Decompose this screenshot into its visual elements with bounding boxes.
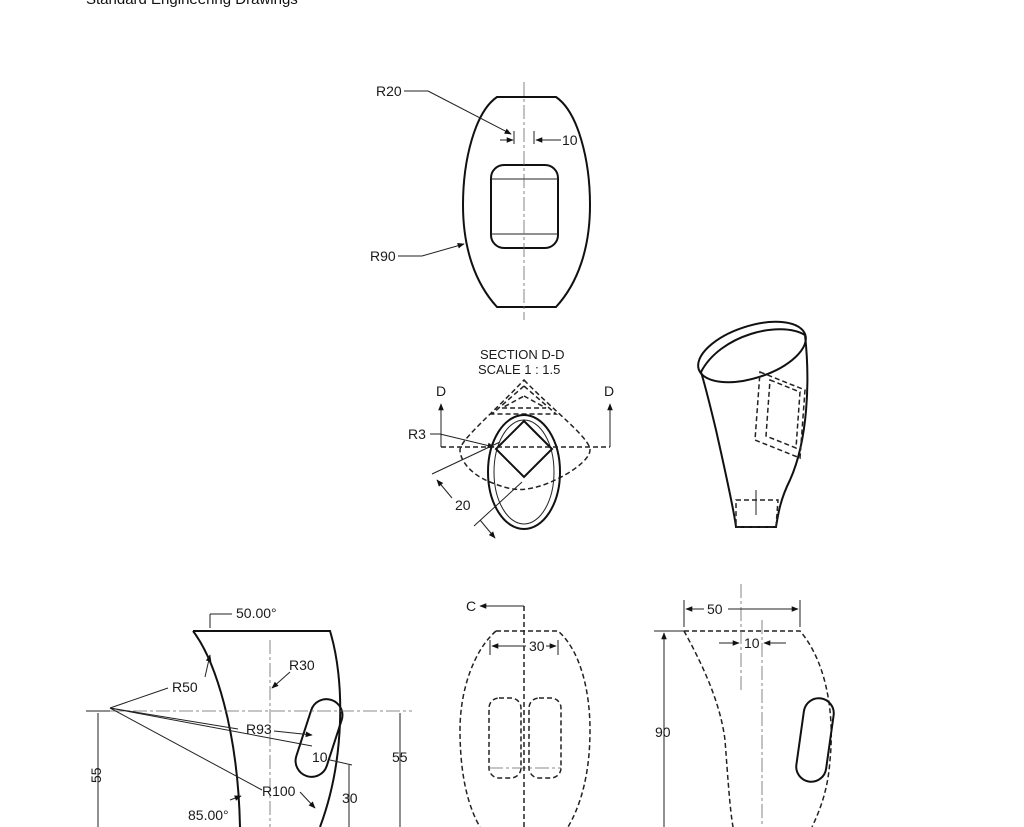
dim-right-height: 90 bbox=[655, 724, 671, 740]
dim-r100: R100 bbox=[262, 783, 296, 799]
dim-angle-top: 50.00° bbox=[236, 605, 277, 621]
dim-diag-20: 20 bbox=[455, 497, 471, 513]
dim-r-top: R20 bbox=[376, 83, 402, 99]
side-outline bbox=[192, 630, 342, 827]
dim-h-slot: 30 bbox=[342, 790, 358, 806]
section-title: SECTION D-D bbox=[480, 347, 565, 362]
dim-angle-bottom: 85.00° bbox=[188, 807, 229, 823]
side-slot bbox=[294, 698, 344, 778]
right-slot bbox=[795, 697, 835, 783]
cut-marker-right: D bbox=[604, 383, 614, 399]
dim-top-width: 10 bbox=[562, 132, 578, 148]
dim-r3: R3 bbox=[408, 426, 426, 442]
top-view: 10 R20 R90 bbox=[370, 82, 592, 320]
dim-front-width: 30 bbox=[529, 638, 545, 654]
cut-marker-c: C bbox=[466, 598, 476, 614]
right-view: 50 10 90 bbox=[654, 584, 835, 827]
iso-outline bbox=[699, 328, 809, 528]
dim-right-offset: 10 bbox=[744, 635, 760, 651]
dim-right-width: 50 bbox=[707, 601, 723, 617]
dim-h-right: 55 bbox=[392, 749, 408, 765]
section-scale: SCALE 1 : 1.5 bbox=[478, 362, 560, 377]
section-ellipse bbox=[487, 414, 561, 530]
iso-view bbox=[697, 320, 809, 528]
top-view-outline bbox=[461, 96, 592, 308]
dim-r50: R50 bbox=[172, 679, 198, 695]
front-view: C 30 bbox=[459, 598, 591, 827]
dim-r93: R93 bbox=[246, 721, 272, 737]
dim-r-side: R90 bbox=[370, 248, 396, 264]
page-title: Standard Engineering Drawings bbox=[86, 0, 298, 8]
top-view-window bbox=[490, 164, 559, 249]
side-view: 50.00° R50 R30 R93 10 R100 85.00° 55 55 … bbox=[86, 605, 412, 827]
section-view: SECTION D-D SCALE 1 : 1.5 D D R3 20 bbox=[408, 347, 614, 539]
dim-h-left: 55 bbox=[88, 767, 104, 783]
cut-marker-left: D bbox=[436, 383, 446, 399]
front-outline bbox=[459, 630, 591, 827]
right-outline bbox=[683, 630, 832, 827]
section-outline bbox=[459, 378, 591, 491]
dim-r30: R30 bbox=[289, 657, 315, 673]
dim-slot-10: 10 bbox=[312, 749, 328, 765]
